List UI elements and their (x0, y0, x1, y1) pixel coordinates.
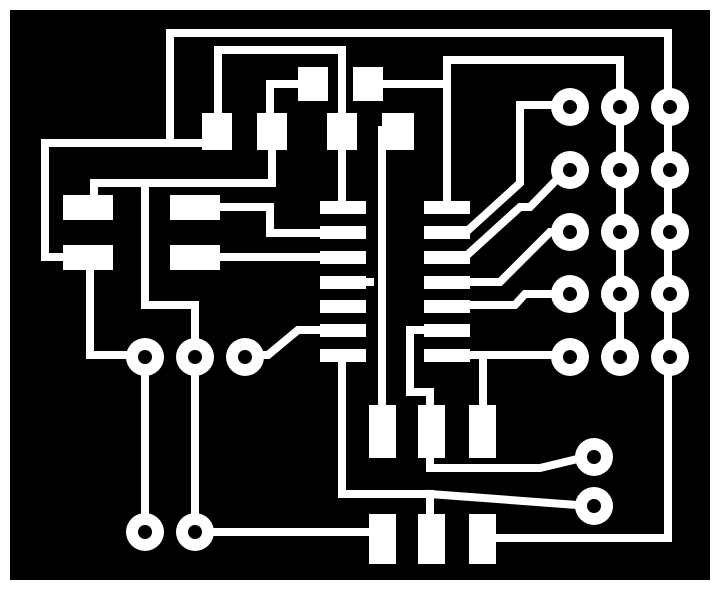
ic-pin-right (424, 226, 470, 239)
trace (166, 29, 672, 542)
ic-pin-right (424, 251, 470, 264)
ic-pin-left (320, 349, 366, 362)
via (176, 338, 214, 376)
header-pad (601, 213, 639, 251)
top-smd-pad (298, 67, 328, 101)
resistor-pad (170, 195, 220, 220)
header-pad (651, 213, 689, 251)
top-smd-pad (257, 113, 287, 150)
resistor-pad (170, 245, 220, 270)
via (226, 338, 264, 376)
through-hole-pads (126, 88, 689, 551)
trace (461, 290, 572, 309)
trace (406, 326, 595, 472)
smd-pads (63, 67, 496, 564)
header-pad (601, 151, 639, 189)
ic-pin-right (424, 349, 470, 362)
bottom-pad (418, 514, 445, 564)
header-pad (551, 88, 589, 126)
board-substrate (10, 10, 710, 580)
header-pad (601, 88, 639, 126)
ic-pin-left (320, 251, 366, 264)
trace (459, 162, 574, 263)
header-pad (651, 338, 689, 376)
resistor-pad (63, 245, 113, 270)
ic-pin-right (424, 201, 470, 214)
tall-pad (369, 405, 396, 458)
header-pad (651, 275, 689, 313)
header-pad (601, 338, 639, 376)
trace (459, 101, 572, 239)
via (126, 338, 164, 376)
header-pad (651, 88, 689, 126)
tall-pad (418, 405, 445, 458)
via (126, 513, 164, 551)
resistor-pad (63, 195, 113, 220)
via (575, 487, 613, 525)
top-smd-pad (353, 67, 383, 101)
top-smd-pad (382, 113, 414, 150)
ic-pin-left (320, 300, 366, 313)
tall-pad (469, 405, 496, 458)
trace (425, 489, 595, 511)
top-smd-pad (327, 113, 357, 150)
header-pad (601, 275, 639, 313)
header-pad (551, 275, 589, 313)
via (176, 513, 214, 551)
trace (141, 186, 199, 534)
header-pad (551, 151, 589, 189)
ic-pin-left (320, 276, 366, 289)
bottom-pad (369, 514, 396, 564)
ic-pin-left (320, 324, 366, 337)
via (575, 438, 613, 476)
trace (90, 146, 276, 209)
header-pad (551, 213, 589, 251)
header-pad (551, 338, 589, 376)
trace (214, 46, 346, 134)
trace (211, 203, 334, 237)
trace (86, 266, 144, 359)
ic-pin-right (424, 276, 470, 289)
ic-pin-left (320, 226, 366, 239)
bottom-pad (469, 514, 496, 564)
ic-pin-right (424, 300, 470, 313)
ic-pin-right (424, 324, 470, 337)
ic-pin-left (320, 201, 366, 214)
header-pad (651, 151, 689, 189)
top-smd-pad (202, 113, 232, 150)
